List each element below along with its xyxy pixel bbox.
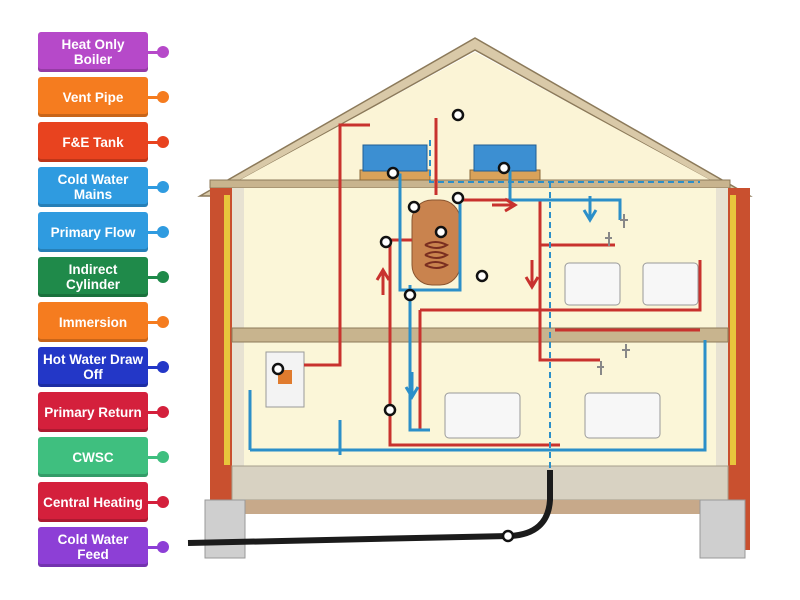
label-row: Primary Return — [38, 392, 178, 437]
radiator-upper-2 — [642, 262, 699, 306]
label-connector — [148, 366, 160, 369]
label-handle-dot[interactable] — [157, 406, 169, 418]
label-connector — [148, 411, 160, 414]
label-row: Immersion — [38, 302, 178, 347]
drop-target-vent[interactable] — [451, 108, 465, 122]
label-row: Vent Pipe — [38, 77, 178, 122]
right-inner-wall — [716, 188, 728, 550]
label-handle-dot[interactable] — [157, 451, 169, 463]
draggable-label[interactable]: Hot Water Draw Off — [38, 347, 148, 387]
label-connector — [148, 96, 160, 99]
label-handle-dot[interactable] — [157, 181, 169, 193]
hot-pipes — [304, 118, 702, 447]
taps — [597, 214, 630, 375]
label-row: CWSC — [38, 437, 178, 482]
ground-slab — [231, 465, 729, 501]
label-connector — [148, 546, 160, 549]
drop-target-mains[interactable] — [501, 529, 515, 543]
drop-target-cylinder-top[interactable] — [451, 191, 465, 205]
drop-target-central-heating[interactable] — [383, 403, 397, 417]
label-handle-dot[interactable] — [157, 91, 169, 103]
label-connector — [148, 51, 160, 54]
vent-dashed — [429, 140, 700, 183]
label-connector — [148, 321, 160, 324]
drop-target-draw-off[interactable] — [407, 200, 421, 214]
label-handle-dot[interactable] — [157, 46, 169, 58]
drop-targets — [271, 108, 515, 543]
drop-target-immersion[interactable] — [434, 225, 448, 239]
label-row: Indirect Cylinder — [38, 257, 178, 302]
upper-room — [244, 188, 716, 328]
radiator-upper-1 — [564, 262, 621, 306]
draggable-label[interactable]: Indirect Cylinder — [38, 257, 148, 297]
loft-space — [214, 52, 736, 194]
draggable-label[interactable]: F&E Tank — [38, 122, 148, 162]
label-connector — [148, 231, 160, 234]
fe-tank — [362, 144, 428, 172]
draggable-label[interactable]: Cold Water Mains — [38, 167, 148, 207]
draggable-label[interactable]: Central Heating — [38, 482, 148, 522]
cylinder-coil — [424, 241, 450, 269]
draggable-label[interactable]: Vent Pipe — [38, 77, 148, 117]
label-row: Central Heating — [38, 482, 178, 527]
label-connector — [148, 501, 160, 504]
left-insulation — [224, 195, 230, 465]
label-row: Hot Water Draw Off — [38, 347, 178, 392]
label-connector — [148, 186, 160, 189]
drop-target-fe-tank[interactable] — [386, 166, 400, 180]
label-row: F&E Tank — [38, 122, 178, 167]
label-row: Heat Only Boiler — [38, 32, 178, 77]
drop-target-cwsc[interactable] — [497, 161, 511, 175]
label-handle-dot[interactable] — [157, 361, 169, 373]
label-row: Cold Water Feed — [38, 527, 178, 572]
radiator-lower-1 — [444, 392, 521, 439]
label-handle-dot[interactable] — [157, 316, 169, 328]
right-footing — [699, 499, 746, 559]
label-connector — [148, 456, 160, 459]
foundation-top — [232, 500, 728, 514]
label-row: Cold Water Mains — [38, 167, 178, 212]
label-handle-dot[interactable] — [157, 271, 169, 283]
label-handle-dot[interactable] — [157, 541, 169, 553]
flow-arrows — [375, 196, 598, 400]
label-row: Primary Flow — [38, 212, 178, 257]
label-handle-dot[interactable] — [157, 226, 169, 238]
left-footing — [204, 499, 246, 559]
draggable-label[interactable]: Heat Only Boiler — [38, 32, 148, 72]
draggable-label[interactable]: Primary Flow — [38, 212, 148, 252]
left-inner-wall — [232, 188, 244, 550]
drop-target-cylinder-side[interactable] — [475, 269, 489, 283]
draggable-label[interactable]: Primary Return — [38, 392, 148, 432]
drop-target-primary-return[interactable] — [403, 288, 417, 302]
drop-target-primary-flow[interactable] — [379, 235, 393, 249]
radiator-lower-2 — [584, 392, 661, 439]
label-connector — [148, 141, 160, 144]
draggable-label[interactable]: Immersion — [38, 302, 148, 342]
label-handle-dot[interactable] — [157, 136, 169, 148]
label-connector — [148, 276, 160, 279]
draggable-label[interactable]: CWSC — [38, 437, 148, 477]
label-handle-dot[interactable] — [157, 496, 169, 508]
draggable-label[interactable]: Cold Water Feed — [38, 527, 148, 567]
right-insulation — [730, 195, 736, 465]
drop-target-boiler[interactable] — [271, 362, 285, 376]
